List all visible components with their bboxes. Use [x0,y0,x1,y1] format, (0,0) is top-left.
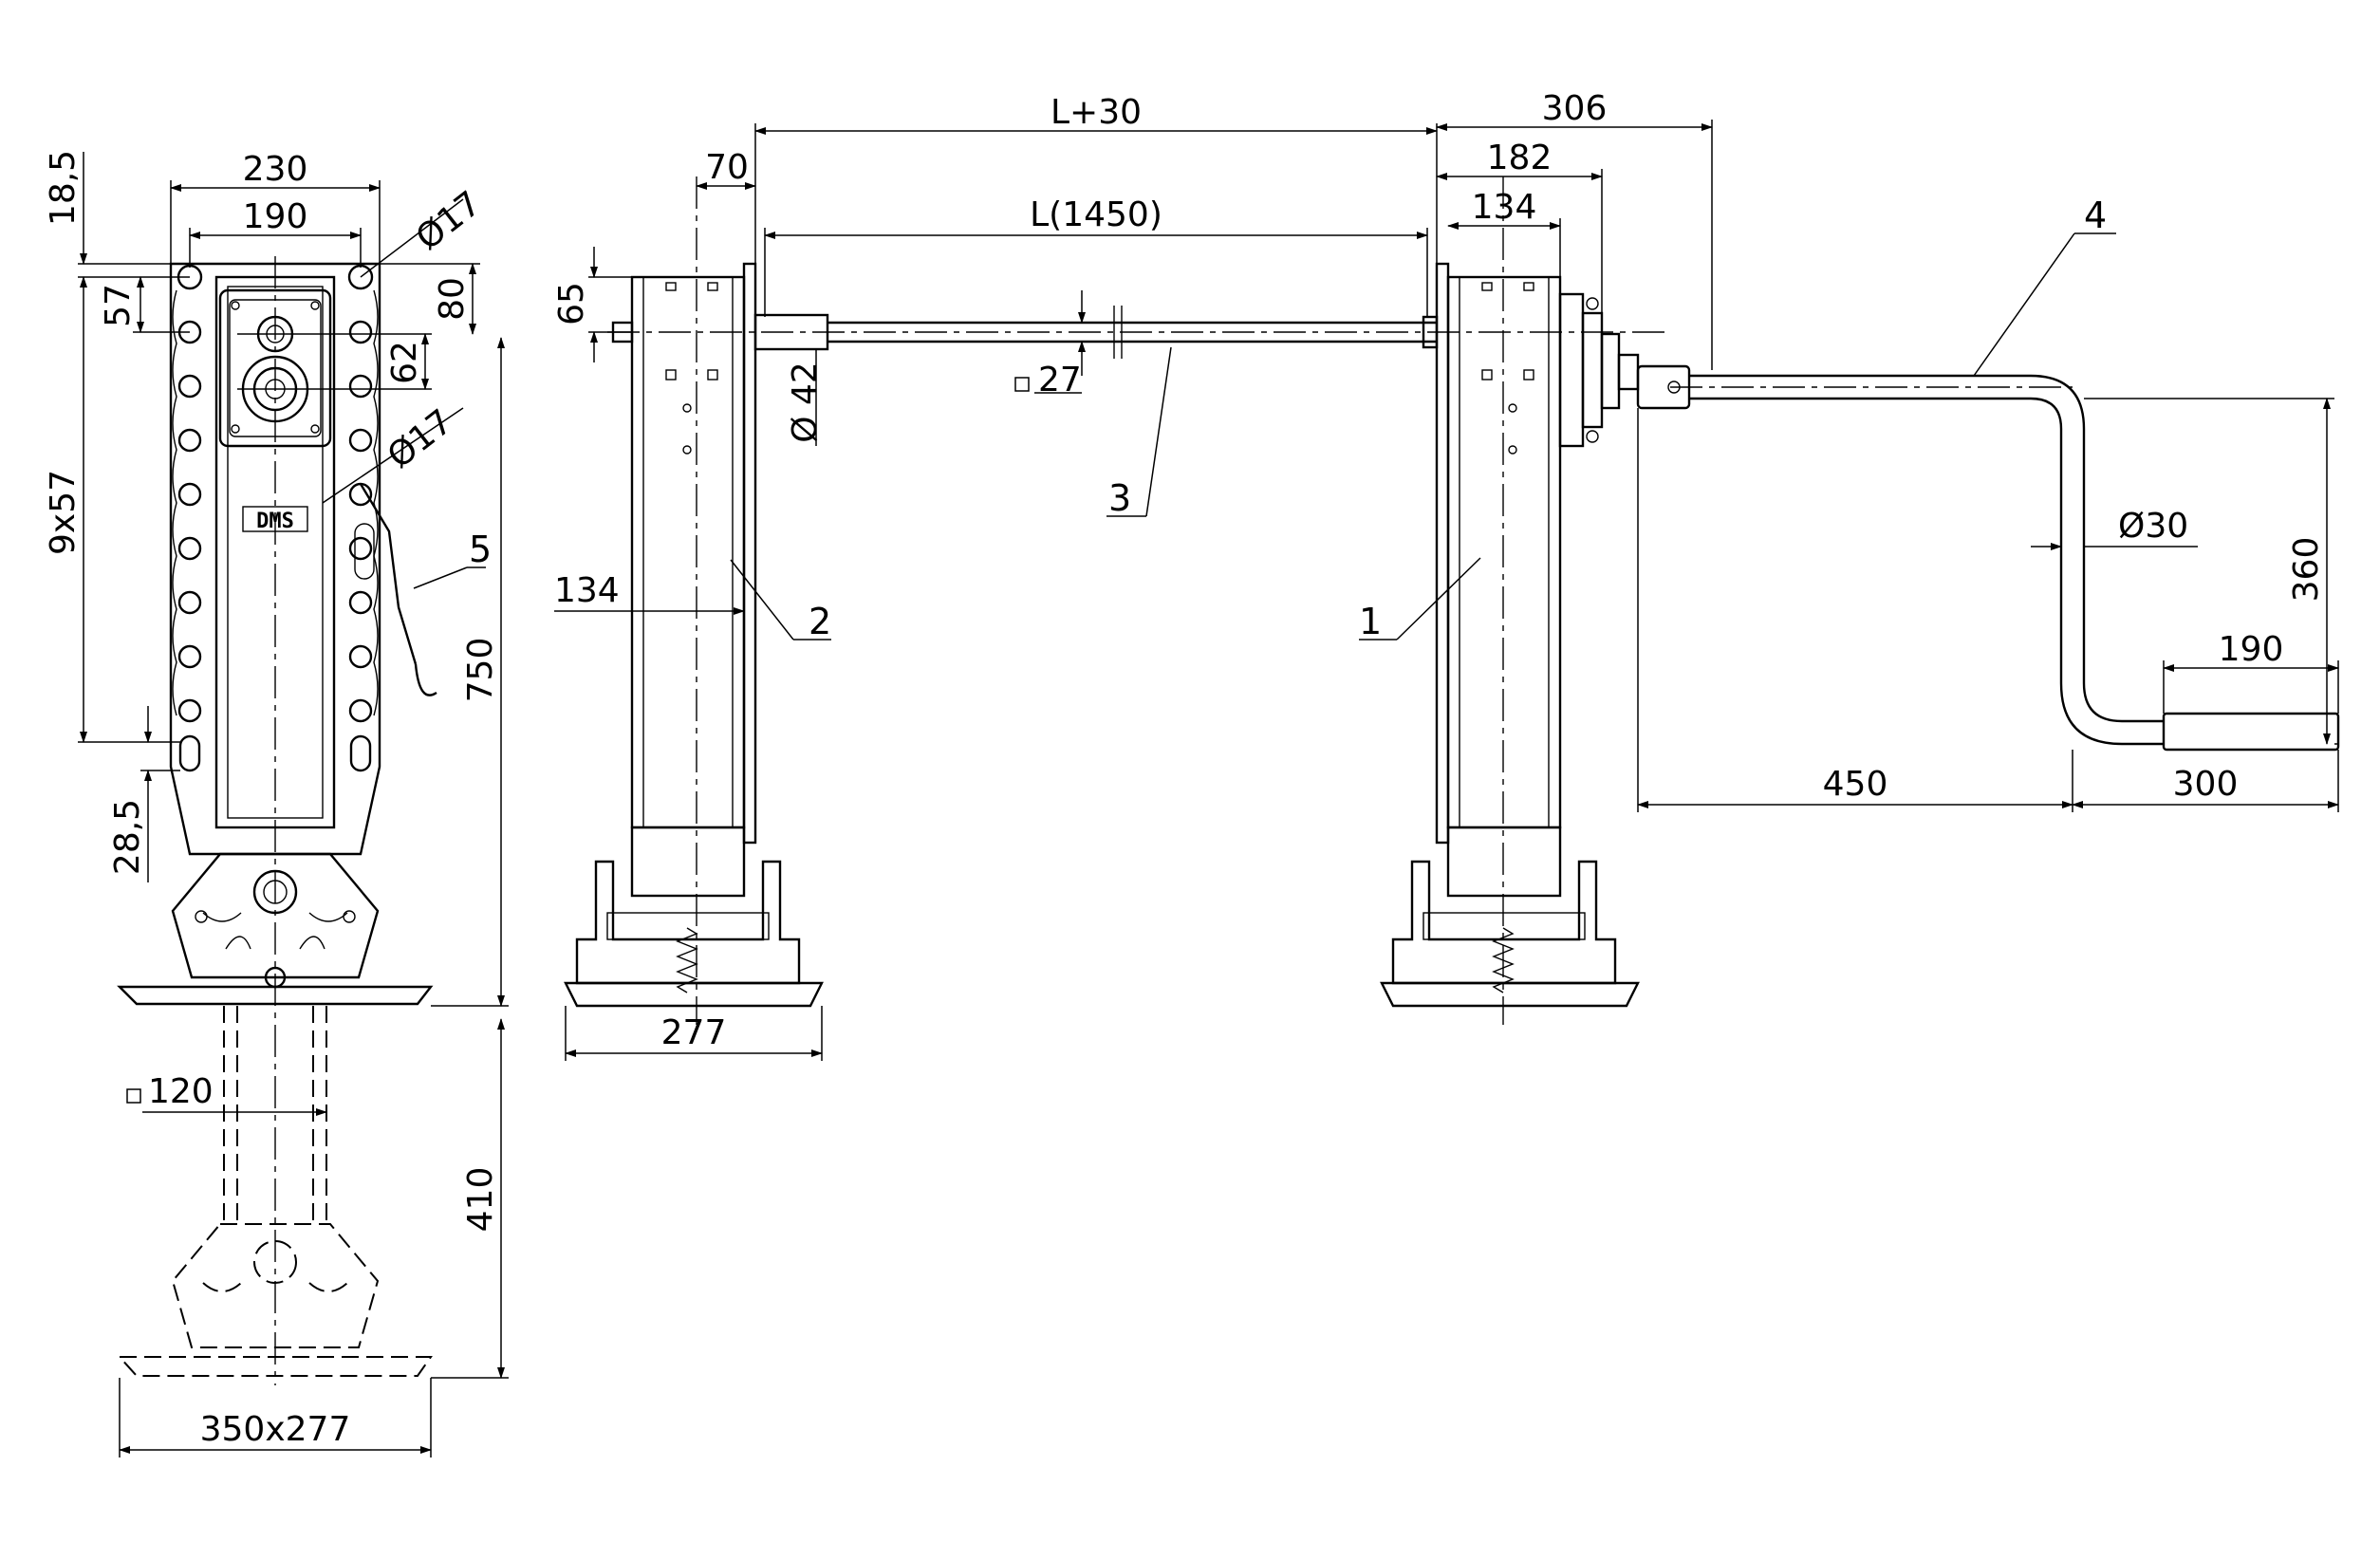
dim-190-handle: 190 [2219,630,2284,669]
dim-dia30: Ø30 [2118,507,2188,546]
part-label-2: 2 [809,601,831,642]
bolt-holes-left [177,264,203,772]
dim-L-1450: L(1450) [1030,195,1162,234]
dim-190: 190 [243,197,308,236]
dim-28-5: 28,5 [108,799,147,875]
dim-182: 182 [1487,139,1553,177]
part-label-3: 3 [1108,477,1131,519]
dim-dia17-mid: Ø17 [381,402,460,476]
dim-410: 410 [461,1167,500,1233]
leg-1 [1380,176,1640,1025]
dim-134-left: 134 [554,571,620,610]
part-label-4: 4 [2084,195,2107,236]
dim-65: 65 [552,282,591,325]
dim-750: 750 [461,638,500,703]
dim-350x277: 350x277 [200,1410,351,1449]
dim-sq27: 27 [1038,361,1082,399]
front-view: DMS [117,256,437,1385]
dim-230: 230 [243,150,308,189]
cross-shaft [607,306,1670,359]
front-view-dimensions: 230 190 18,5 57 9x57 28,5 80 62 Ø17 Ø17 … [44,150,509,1457]
part-label-5: 5 [469,529,492,570]
dim-450: 450 [1823,765,1888,804]
dim-80: 80 [433,277,472,321]
dim-L-plus-30: L+30 [1051,93,1142,132]
dim-62: 62 [385,341,424,384]
part-label-1: 1 [1359,601,1382,642]
dim-70: 70 [705,148,749,187]
dim-360: 360 [2287,537,2326,603]
leg-2 [564,176,824,1025]
dim-9x57: 9x57 [44,470,83,555]
dim-18-5: 18,5 [44,150,83,226]
dim-57: 57 [99,284,138,327]
dim-sq120: 120 [148,1072,214,1111]
bolt-holes-right [347,264,374,772]
dim-277: 277 [661,1013,727,1052]
side-view-dimensions: L+30 L(1450) 70 65 Ø 42 27 134 277 306 1… [552,89,2339,1061]
dim-300: 300 [2173,765,2239,804]
dim-134-right: 134 [1472,188,1537,227]
dim-dia42: Ø 42 [786,362,825,443]
dim-306: 306 [1542,89,1608,128]
part-leaders: 3 2 1 4 [730,195,2116,642]
crank-handle [1636,364,2340,752]
dim-dia17-top: Ø17 [409,184,489,258]
